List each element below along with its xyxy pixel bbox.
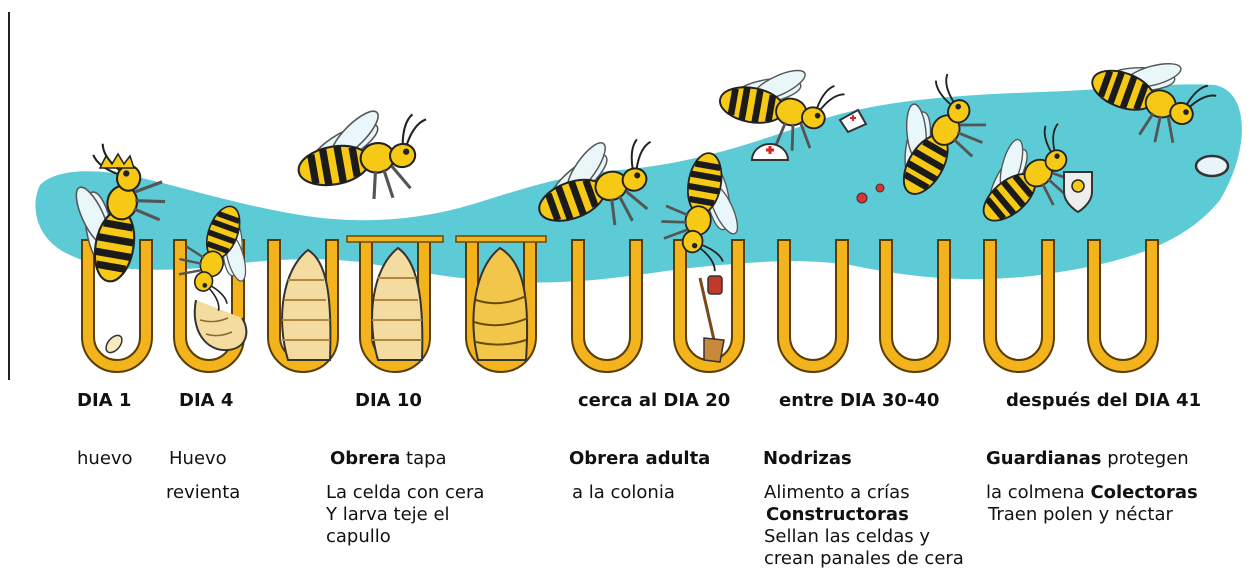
desc-constructoras-line3: crean panales de cera bbox=[764, 548, 964, 569]
day-label-30-40: entre DIA 30-40 bbox=[779, 390, 940, 411]
cell-9 bbox=[879, 239, 951, 373]
egg bbox=[105, 334, 123, 354]
nurse-hat-icon bbox=[750, 143, 790, 161]
pupa bbox=[472, 246, 529, 361]
crown-icon bbox=[98, 152, 136, 169]
shield-icon bbox=[1063, 171, 1093, 214]
desc-constructoras-line2: Sellan las celdas y bbox=[764, 526, 930, 547]
day-label-41: después del DIA 41 bbox=[1006, 390, 1202, 411]
larva-small bbox=[193, 299, 248, 352]
desc-obrera-adulta: Obrera adulta bbox=[569, 448, 711, 469]
cell-6 bbox=[571, 239, 643, 373]
desc-obrera-line1: Obrera tapa bbox=[330, 448, 447, 470]
desc-guardianas-line1: Guardianas protegen bbox=[986, 448, 1189, 470]
cell-7 bbox=[673, 239, 745, 373]
bee-9 bbox=[1091, 63, 1217, 143]
broom-icon bbox=[698, 277, 725, 363]
obrera-rest: tapa bbox=[400, 448, 447, 469]
desc-nodrizas: Nodrizas bbox=[763, 448, 852, 469]
larva-cocoon bbox=[371, 246, 424, 361]
desc-obrera-adulta-line2: a la colonia bbox=[572, 482, 675, 503]
cell-11 bbox=[1087, 239, 1159, 373]
desc-nodrizas-line2: Alimento a crías bbox=[764, 482, 910, 503]
desc-huevo: huevo bbox=[77, 448, 133, 469]
bee-1 bbox=[75, 143, 166, 283]
potion-icon bbox=[856, 183, 885, 204]
day-label-4: DIA 4 bbox=[179, 390, 234, 411]
bee-2 bbox=[178, 205, 247, 311]
guardianas-bold: Guardianas bbox=[986, 448, 1102, 469]
desc-obrera-line4: capullo bbox=[326, 526, 391, 547]
bees-layer bbox=[75, 63, 1217, 311]
magnifier-icon bbox=[1194, 154, 1230, 178]
desc-huevo-revienta-line1: Huevo bbox=[169, 448, 227, 469]
nurse-hat-icon bbox=[838, 108, 868, 134]
cell-10 bbox=[983, 239, 1055, 373]
wax-cap bbox=[455, 235, 547, 243]
desc-huevo-revienta-line2: revienta bbox=[166, 482, 241, 503]
day-label-10: DIA 10 bbox=[355, 390, 422, 411]
bee-6 bbox=[719, 69, 845, 151]
desc-colectoras-line2: Traen polen y néctar bbox=[988, 504, 1173, 525]
colectoras-bold: Colectoras bbox=[1090, 482, 1198, 503]
wax-cap bbox=[346, 235, 444, 243]
obrera-bold: Obrera bbox=[330, 448, 401, 469]
larva-cocoon bbox=[281, 248, 332, 361]
cell-8 bbox=[777, 239, 849, 373]
bee-4 bbox=[538, 138, 652, 226]
brush-icon bbox=[707, 275, 723, 295]
guardianas-rest: protegen bbox=[1101, 448, 1189, 469]
desc-constructoras: Constructoras bbox=[766, 504, 909, 525]
desc-obrera-line2: La celda con cera bbox=[326, 482, 485, 503]
cell-1 bbox=[81, 239, 153, 373]
desc-obrera-line3: Y larva teje el bbox=[326, 504, 450, 525]
bee-5 bbox=[661, 152, 739, 272]
bee-3 bbox=[297, 110, 427, 200]
day-label-1: DIA 1 bbox=[77, 390, 132, 411]
bee-7 bbox=[902, 73, 987, 195]
day-label-20: cerca al DIA 20 bbox=[578, 390, 731, 411]
guardianas-line2-text: la colmena bbox=[986, 482, 1091, 503]
desc-guardianas-line2: la colmena Colectoras bbox=[986, 482, 1198, 504]
